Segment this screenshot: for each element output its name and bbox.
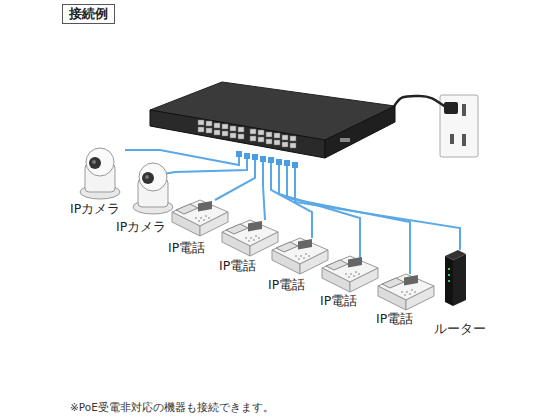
device-label: IP電話: [376, 311, 413, 326]
device-label: IP電話: [268, 277, 305, 292]
device-label: IP電話: [168, 240, 205, 255]
device-label: ルーター: [434, 321, 486, 336]
device-label: IP電話: [219, 258, 256, 273]
device-label: IPカメラ: [70, 201, 120, 216]
device-label: IPカメラ: [116, 219, 166, 234]
device-label: IP電話: [320, 293, 357, 308]
footnote-caption: ※PoE受電非対応の機器も接続できます。: [70, 401, 274, 414]
diagram-title: 接続例: [62, 4, 115, 24]
